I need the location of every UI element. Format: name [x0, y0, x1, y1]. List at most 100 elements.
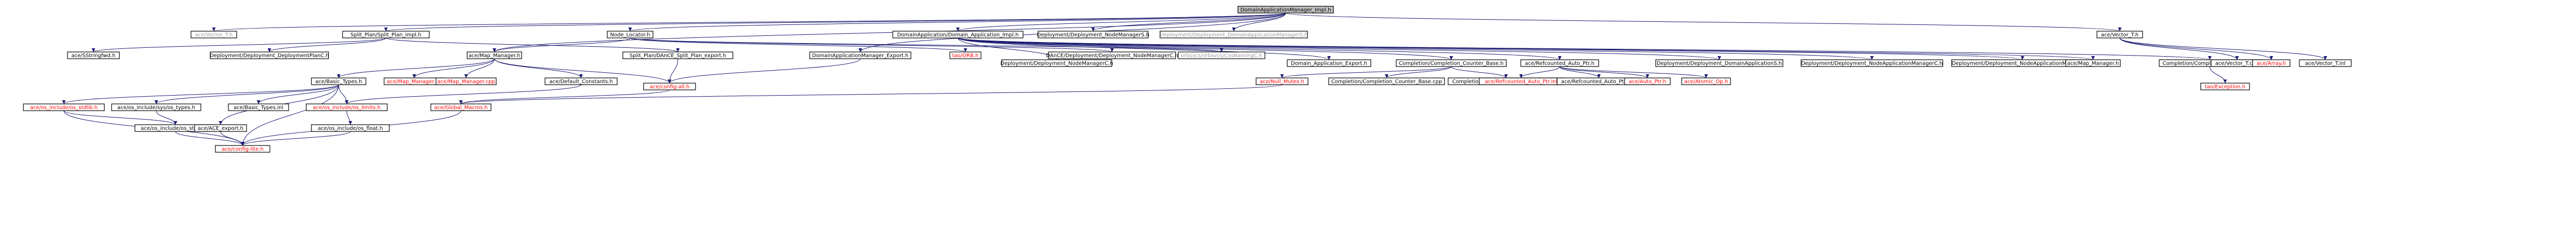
edge-root-to-split_plan_impl [384, 12, 1286, 32]
edge-root-to-vector_t_h [212, 12, 1286, 32]
edge-refcount-to-atomic_op [1559, 66, 1708, 78]
node-label: Deployment/Deployment_NodeApplicationMan… [1801, 61, 1943, 67]
node-label: ace/Map_Manager.inl [387, 79, 441, 85]
node-box [67, 51, 120, 59]
node-box [892, 31, 1024, 38]
node-box [1287, 59, 1371, 67]
node-ace-vector-t-h: ace/Vector_T.h [190, 31, 237, 38]
node-box [809, 51, 911, 59]
node-box [1237, 6, 1334, 14]
node-ace-basic-types-h[interactable]: ace/Basic_Types.h [311, 77, 366, 85]
edge-dam_impl-to-da_export [958, 37, 1331, 60]
node-deployment-deployment-deploymentplanc-h[interactable]: Deployment/Deployment_DeploymentPlanC.h [210, 51, 329, 59]
node-tao-exception-h[interactable]: tao/Exception.h [2200, 83, 2250, 90]
node-label: DomainApplication/Domain_Application_Imp… [897, 32, 1018, 38]
node-ace-os-include-os-stdlib-h[interactable]: ace/os_include/os_stdlib.h [23, 103, 105, 111]
node-box [228, 103, 289, 111]
node-box [1001, 59, 1112, 67]
node-box [23, 103, 105, 111]
node-dance-deployment-deployment-nodemanagerc-h[interactable]: DAnCE/Deployment/Deployment_NodeManagerC… [1046, 51, 1178, 59]
node-box [1256, 77, 1309, 85]
edge-basic_types-to-os_stdlib [62, 84, 339, 104]
node-ace-refcounted-auto-ptr-inl[interactable]: ace/Refcounted_Auto_Ptr.inl [1479, 77, 1563, 85]
node-deployment-deployment-nodemanagers-h[interactable]: Deployment/Deployment_NodeManagerS.h [1037, 31, 1150, 38]
node-orbsvcs-orbsvcs-cosnamingc-h: orbsvcs/orbsvcs/CosNamingC.h [1178, 51, 1265, 59]
node-ace-map-manager-inl[interactable]: ace/Map_Manager.inl [384, 77, 445, 85]
node-ace-sstringfwd-h[interactable]: ace/SStringfwd.h [67, 51, 120, 59]
node-ace-null-mutex-h[interactable]: ace/Null_Mutex.h [1256, 77, 1309, 85]
node-label: ace/ACE_export.h [198, 126, 243, 131]
node-label: ace/os_include/os_float.h [318, 126, 383, 131]
edge-root-to-dam_s [1232, 12, 1286, 32]
node-box [2299, 59, 2352, 67]
node-box [1681, 77, 1731, 85]
node-ace-refcounted-auto-ptr-h[interactable]: ace/Refcounted_Auto_Ptr.h [1520, 59, 1599, 67]
node-label: tao/Exception.h [2205, 84, 2245, 90]
node-ace-auto-ptr-h[interactable]: ace/Auto_Ptr.h [1624, 77, 1671, 85]
edge-root-to-map_manager [493, 12, 1286, 52]
node-deployment-deployment-domainapplications-h[interactable]: Deployment/Deployment_DomainApplicationS… [1655, 59, 1783, 67]
node-box [622, 51, 733, 59]
node-domain-application-export-h[interactable]: Domain_Application_Export.h [1287, 59, 1371, 67]
node-label: ace/Null_Mutex.h [1260, 79, 1304, 85]
node-deployment-deployment-nodemanagerc-h[interactable]: Deployment/Deployment_NodeManagerC.h [1000, 59, 1113, 67]
node-ace-atomic-op-h[interactable]: ace/Atomic_Op.h [1681, 77, 1731, 85]
node-label: ace/Vector_T.h [2101, 32, 2138, 38]
node-ace-ace-export-h[interactable]: ace/ACE_export.h [194, 124, 247, 132]
node-box [2096, 31, 2143, 38]
edge-os_types-to-os_stddef [156, 110, 178, 125]
edge-map_manager-to-basic_types [337, 58, 495, 78]
node-ace-map-manager-cpp[interactable]: ace/Map_Manager.cpp [435, 77, 497, 85]
dependency-nodes: DomainApplicationManager_Impl.h ace/Vecto… [23, 6, 2352, 153]
edge-config_all-to-global_macros [459, 89, 670, 104]
node-label: ace/os_include/os_limits.h [313, 105, 380, 111]
edge-split_plan_impl-to-dpc [267, 37, 386, 52]
node-label: ace/config-lite.h [222, 147, 264, 152]
edge-vector_t_right-to-vector_cpp [2119, 37, 2239, 60]
node-label: Deployment/Deployment_NodeManagerS.h [1037, 32, 1150, 38]
node-completion-completion-counter-base-cpp[interactable]: Completion/Completion_Counter_Base.cpp [1328, 77, 1445, 85]
node-box [643, 83, 696, 90]
node-ace-default-constants-h[interactable]: ace/Default_Constants.h [544, 77, 618, 85]
node-ace-map-manager-h[interactable]: ace/Map_Manager.h [467, 51, 522, 59]
node-label: ace/Map_Manager.h [2067, 61, 2119, 67]
node-label: tao/ORB.h [952, 53, 979, 59]
edge-dam_impl-to-dnam_c [958, 37, 1874, 60]
node-deployment-deployment-nodeapplicationmanagerc-h[interactable]: Deployment/Deployment_NodeApplicationMan… [1801, 59, 1943, 67]
node-label: DAnCE/Deployment/Deployment_NodeManagerC… [1046, 53, 1178, 59]
node-label: Deployment/Deployment_DomainApplicationS… [1657, 61, 1782, 67]
node-ace-map-manager-h[interactable]: ace/Map_Manager.h [2065, 59, 2121, 67]
node-ace-vector-t-inl[interactable]: ace/Vector_T.inl [2299, 59, 2352, 67]
node-box [311, 124, 390, 132]
edge-node_locator-to-naming [630, 37, 1223, 52]
node-ace-array-h[interactable]: ace/Array.h [2252, 59, 2291, 67]
node-label: ace/Map_Manager.h [469, 53, 521, 59]
node-label: Deployment/Deployment_NodeApplicationMan… [1952, 61, 2093, 67]
node-box [306, 103, 388, 111]
node-ace-os-include-sys-os-types-h[interactable]: ace/os_include/sys/os_types.h [111, 103, 201, 111]
edge-basic_types-to-basic_types_inl [256, 84, 339, 104]
node-node-locator-h[interactable]: Node_Locator.h [607, 31, 653, 38]
node-tao-orb-h[interactable]: tao/ORB.h [949, 51, 982, 59]
node-domainapplicationmanager-impl-h[interactable]: DomainApplicationManager_Impl.h [1237, 6, 1334, 14]
node-domainapplicationmanager-export-h[interactable]: DomainApplicationManager_Export.h [809, 51, 911, 59]
node-ace-global-macros-h[interactable]: ace/Global_Macros.h [430, 103, 492, 111]
node-ace-vector-t-h[interactable]: ace/Vector_T.h [2096, 31, 2143, 38]
node-ace-config-all-h[interactable]: ace/config-all.h [643, 83, 696, 90]
node-split-plan-split-plan-impl-h[interactable]: Split_Plan/Split_Plan_impl.h [342, 31, 430, 38]
node-ace-os-include-os-limits-h[interactable]: ace/os_include/os_limits.h [306, 103, 388, 111]
node-box [607, 31, 653, 38]
node-label: ace/Atomic_Op.h [1684, 79, 1728, 85]
node-domainapplication-domain-application-impl-h[interactable]: DomainApplication/Domain_Application_Imp… [892, 31, 1024, 38]
node-split-plan-dance-split-plan-export-h[interactable]: Split_Plan/DAnCE_Split_Plan_export.h [622, 51, 733, 59]
node-label: orbsvcs/orbsvcs/CosNamingC.h [1181, 53, 1262, 59]
node-completion-completion-counter-base-h[interactable]: Completion/Completion_Counter_Base.h [1396, 59, 1507, 67]
node-label: ace/Array.h [2257, 61, 2286, 67]
node-ace-os-include-os-float-h[interactable]: ace/os_include/os_float.h [311, 124, 390, 132]
node-ace-config-lite-h[interactable]: ace/config-lite.h [215, 145, 270, 153]
node-ace-basic-types-inl[interactable]: ace/Basic_Types.inl [228, 103, 289, 111]
node-label: ace/Basic_Types.h [315, 79, 362, 85]
node-label: ace/Refcounted_Auto_Ptr.inl [1485, 79, 1557, 85]
node-box [210, 51, 329, 59]
edge-split_plan_impl-to-split_export [386, 37, 680, 52]
